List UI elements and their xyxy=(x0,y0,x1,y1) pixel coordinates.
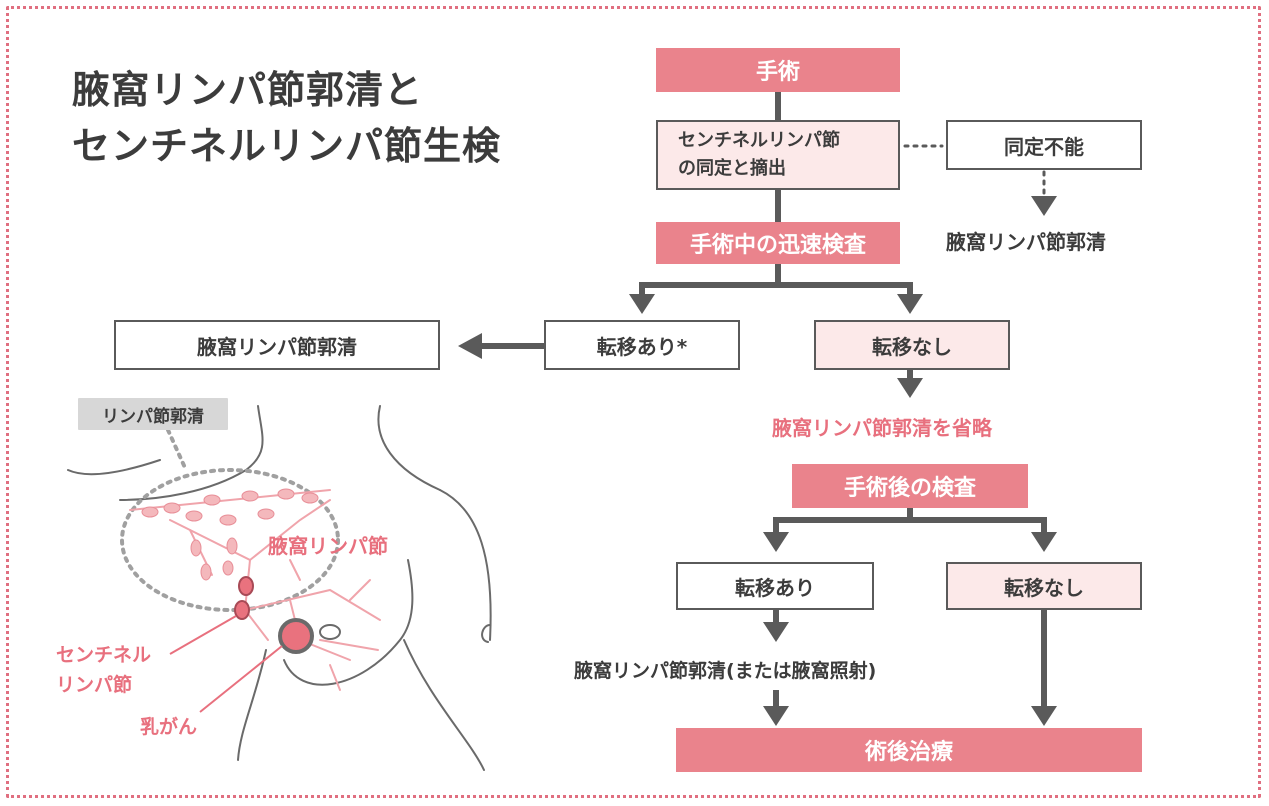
sentinel-identify-box: センチネルリンパ節 の同定と摘出 xyxy=(656,120,900,190)
lymph-node xyxy=(301,492,319,504)
arrowhead-no2 xyxy=(1031,532,1057,552)
cancer-leader-line xyxy=(199,645,283,713)
lymph-vessel xyxy=(319,639,379,651)
axillary-nodes-label: 腋窩リンパ節 xyxy=(268,534,388,558)
postop-treatment-box: 術後治療 xyxy=(676,728,1142,772)
right-nipple-outline xyxy=(481,624,491,643)
axillary-dissection-box: 腋窩リンパ節郭清 xyxy=(114,320,440,370)
surgery-label: 手術 xyxy=(755,60,800,85)
arrowhead-to-dissection2 xyxy=(763,622,789,642)
dissection-tag: リンパ節郭清 xyxy=(78,398,228,430)
arm-inner-outline xyxy=(237,649,267,761)
title-line-2: センチネルリンパ節生検 xyxy=(72,124,502,168)
arrowhead-to-treatment-right xyxy=(1031,706,1057,726)
dissection-area-circle xyxy=(120,468,340,612)
lymph-vessel xyxy=(244,588,381,621)
metastasis-no-label: 転移なし xyxy=(872,334,952,359)
lymph-node xyxy=(222,560,234,576)
metastasis-no-2-box: 転移なし xyxy=(946,562,1142,610)
not-identified-box: 同定不能 xyxy=(946,120,1142,170)
metastasis-no-box: 転移なし xyxy=(814,320,1010,370)
postop-exam-label: 手術後の検査 xyxy=(843,476,976,501)
not-identified-label: 同定不能 xyxy=(1004,134,1084,159)
lymph-vessel xyxy=(249,499,331,561)
arrowhead-to-treatment-left xyxy=(763,706,789,726)
right-torso-outline xyxy=(439,489,492,641)
lymph-node xyxy=(257,508,275,520)
breast-cancer-label: 乳がん xyxy=(140,716,198,738)
lower-torso-outline xyxy=(403,639,485,771)
lymph-node xyxy=(241,490,259,502)
postop-exam-box: 手術後の検査 xyxy=(792,464,1028,508)
sentinel-leader-line xyxy=(169,615,237,655)
metastasis-yes-2-box: 転移あり xyxy=(676,562,874,610)
axillary-dissection-label: 腋窩リンパ節郭清 xyxy=(197,334,357,359)
omit-dissection-text: 腋窩リンパ節郭清を省略 xyxy=(772,416,992,440)
metastasis-yes-box: 転移あり* xyxy=(544,320,740,370)
sentinel-node xyxy=(234,600,250,620)
page-title: 腋窩リンパ節郭清と センチネルリンパ節生検 xyxy=(72,62,501,174)
neck-left-outline xyxy=(119,405,264,501)
lymph-node xyxy=(226,537,238,555)
sentinel-node-label-line-2: リンパ節 xyxy=(56,674,133,696)
metastasis-yes-2-label: 転移あり xyxy=(735,575,815,600)
not-identified-result: 腋窩リンパ節郭清 xyxy=(946,230,1106,254)
lymph-node xyxy=(185,510,203,522)
sentinel-identify-line-1: センチネルリンパ節 xyxy=(678,130,840,151)
title-line-1: 腋窩リンパ節郭清と xyxy=(72,68,424,112)
dissection-tag-label: リンパ節郭清 xyxy=(102,406,204,427)
arrowhead-to-omit xyxy=(897,378,923,398)
lymph-node xyxy=(277,488,295,500)
arrowhead-no xyxy=(897,294,923,314)
arrowhead-yes2 xyxy=(763,532,789,552)
arrowhead-yes xyxy=(629,294,655,314)
lymph-vessel xyxy=(169,519,269,641)
breast-left-outline xyxy=(283,559,414,686)
lymph-node xyxy=(141,506,159,518)
nipple-mark xyxy=(319,624,341,640)
surgery-box: 手術 xyxy=(656,48,900,92)
lymph-node xyxy=(219,514,237,526)
metastasis-no-2-label: 転移なし xyxy=(1004,575,1084,600)
connector-branch-horizontal xyxy=(639,282,913,296)
lymph-node xyxy=(203,494,221,506)
lymph-vessel xyxy=(289,559,301,581)
lymph-node xyxy=(163,502,181,514)
sentinel-node-label-line-1: センチネル xyxy=(56,644,152,666)
lymph-vessel xyxy=(329,664,341,691)
breast-cancer-mark xyxy=(278,618,314,654)
intraop-exam-box: 手術中の迅速検査 xyxy=(656,222,900,264)
connector-postop-horizontal xyxy=(773,517,1047,534)
dissection-or-radiation-text: 腋窩リンパ節郭清(または腋窩照射) xyxy=(574,660,877,682)
intraop-exam-label: 手術中の迅速検査 xyxy=(689,233,866,258)
sentinel-node xyxy=(238,576,254,596)
arrowhead-notidentified xyxy=(1031,196,1057,216)
shoulder-outline xyxy=(67,459,161,476)
lymph-node xyxy=(190,539,202,557)
postop-treatment-label: 術後治療 xyxy=(864,740,953,765)
metastasis-yes-label: 転移あり* xyxy=(596,334,688,359)
lymph-vessel xyxy=(129,489,331,511)
lymph-node xyxy=(200,563,212,581)
arrowhead-to-dissection xyxy=(458,333,482,359)
dotted-frame xyxy=(6,6,1261,798)
sentinel-identify-line-2: の同定と摘出 xyxy=(678,158,786,179)
sentinel-node-label: センチネル リンパ節 xyxy=(56,640,151,700)
lymph-vessel xyxy=(349,579,371,601)
dissection-tag-pointer xyxy=(166,428,188,472)
neck-right-outline xyxy=(377,405,441,491)
